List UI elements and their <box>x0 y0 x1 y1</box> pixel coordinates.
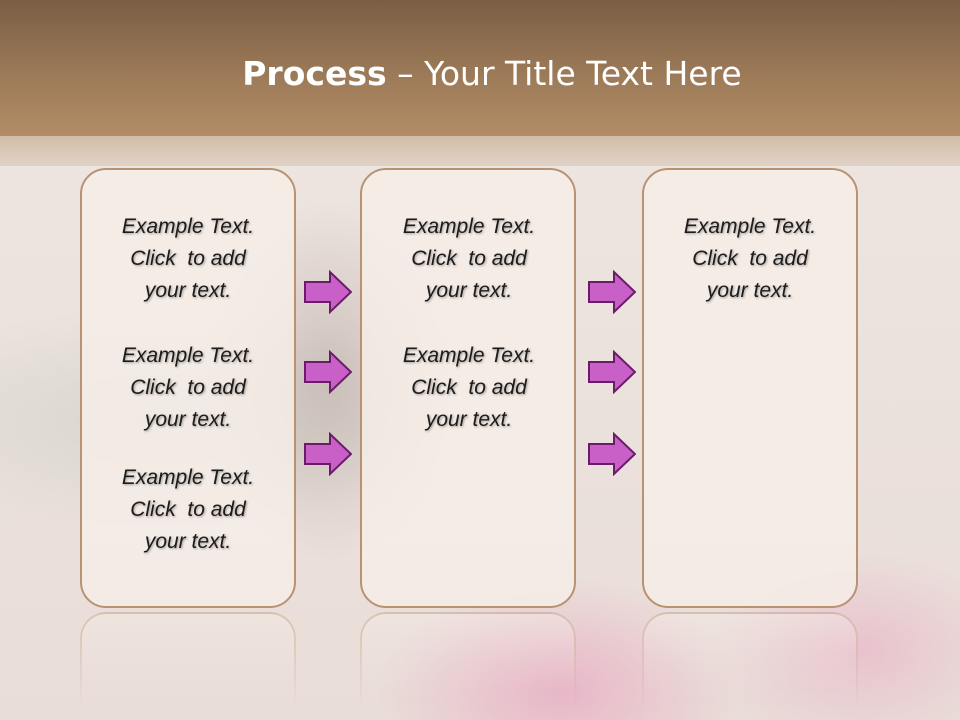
text-line: your text. <box>706 279 794 302</box>
text-line: Example Text. <box>683 215 817 238</box>
text-placeholder[interactable]: Example Text. Click to add your text. <box>361 211 577 307</box>
text-line: Click to add <box>692 247 808 270</box>
text-line: your text. <box>425 279 513 302</box>
text-placeholder[interactable]: Example Text. Click to add your text. <box>80 340 296 436</box>
right-arrow-icon[interactable] <box>304 350 352 394</box>
text-line: Click to add <box>130 498 246 521</box>
text-placeholder[interactable]: Example Text. Click to add your text. <box>361 340 577 436</box>
title-bar <box>0 0 960 136</box>
process-box-3[interactable] <box>642 168 858 608</box>
text-line: Click to add <box>130 247 246 270</box>
text-line: Example Text. <box>402 215 536 238</box>
box-reflection-2 <box>360 612 576 720</box>
text-line: your text. <box>144 408 232 431</box>
right-arrow-icon[interactable] <box>304 270 352 314</box>
text-line: Example Text. <box>121 344 255 367</box>
text-line: your text. <box>144 279 232 302</box>
title-bold-text: Process <box>242 54 387 93</box>
right-arrow-icon[interactable] <box>588 270 636 314</box>
text-placeholder[interactable]: Example Text. Click to add your text. <box>80 211 296 307</box>
text-line: Click to add <box>411 247 527 270</box>
text-line: Example Text. <box>121 466 255 489</box>
text-line: your text. <box>144 530 232 553</box>
text-line: Example Text. <box>402 344 536 367</box>
process-box-2[interactable] <box>360 168 576 608</box>
right-arrow-icon[interactable] <box>588 432 636 476</box>
text-line: your text. <box>425 408 513 431</box>
title-rest-text: – Your Title Text Here <box>386 54 742 93</box>
process-box-1[interactable] <box>80 168 296 608</box>
right-arrow-icon[interactable] <box>588 350 636 394</box>
text-line: Click to add <box>130 376 246 399</box>
box-reflection-1 <box>80 612 296 720</box>
text-line: Click to add <box>411 376 527 399</box>
slide-title[interactable]: Process – Your Title Text Here <box>0 52 960 96</box>
box-reflection-3 <box>642 612 858 720</box>
title-strip <box>0 136 960 166</box>
right-arrow-icon[interactable] <box>304 432 352 476</box>
text-placeholder[interactable]: Example Text. Click to add your text. <box>642 211 858 307</box>
text-placeholder[interactable]: Example Text. Click to add your text. <box>80 462 296 558</box>
text-line: Example Text. <box>121 215 255 238</box>
